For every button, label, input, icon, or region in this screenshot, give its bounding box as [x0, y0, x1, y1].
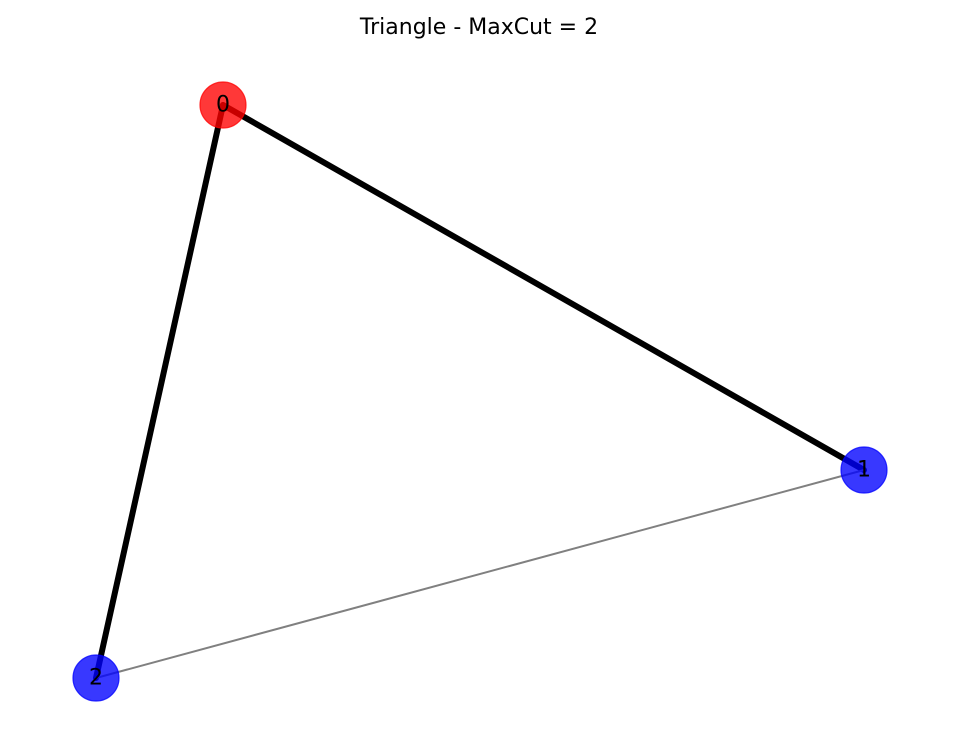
node-1-label: 1 [857, 458, 871, 483]
node-layer: 0 1 2 [72, 81, 888, 702]
edge-0-2 [93, 102, 226, 681]
node-0: 0 [199, 81, 247, 129]
node-2-label: 2 [89, 666, 103, 691]
chart-title: Triangle - MaxCut = 2 [359, 15, 598, 40]
node-0-circle [199, 81, 247, 129]
node-2-circle [72, 654, 120, 702]
node-0-label: 0 [216, 93, 230, 118]
node-1-circle [840, 446, 888, 494]
edge-layer [93, 102, 867, 681]
edge-0-1 [220, 102, 867, 473]
edge-1-2 [95, 469, 865, 679]
node-1: 1 [840, 446, 888, 494]
node-2: 2 [72, 654, 120, 702]
